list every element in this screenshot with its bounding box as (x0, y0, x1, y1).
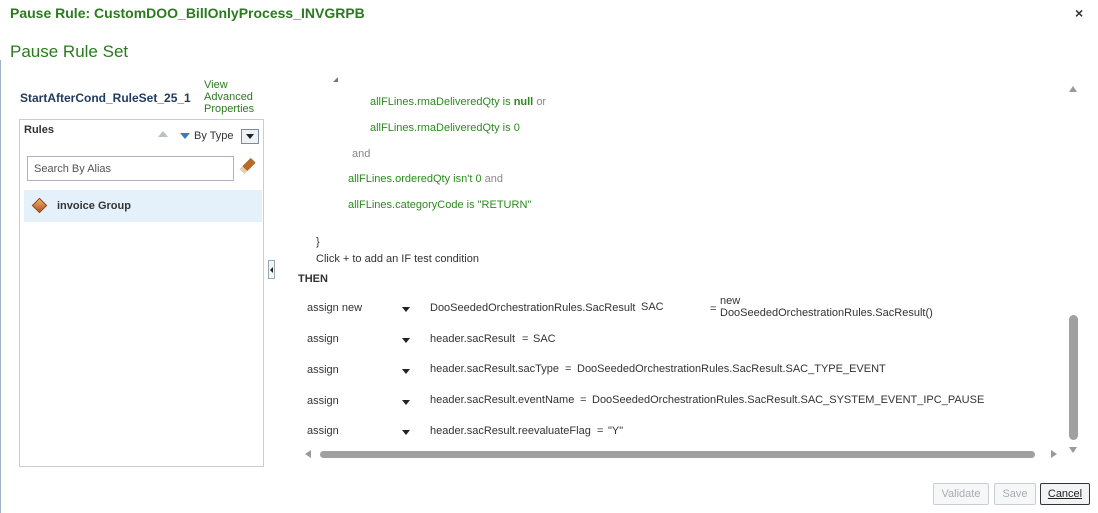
view-advanced-properties-link[interactable]: View Advanced Properties (204, 79, 254, 115)
action-target[interactable]: header.sacResult.sacType (430, 363, 560, 375)
search-input[interactable] (27, 156, 234, 181)
action-menu-arrow-icon[interactable] (402, 338, 410, 343)
ruleset-name: StartAfterCond_RuleSet_25_1 (20, 91, 191, 105)
sort-ascending-icon[interactable] (158, 131, 168, 137)
horizontal-scrollbar-thumb[interactable] (320, 451, 1035, 458)
advanced-link-line: View (204, 79, 228, 91)
condition-operator[interactable]: is (502, 122, 511, 134)
condition-value[interactable]: "RETURN" (477, 199, 532, 211)
action-equals: = (597, 425, 604, 437)
condition-group-connector[interactable]: and (352, 148, 371, 160)
collapse-panel-handle[interactable] (268, 260, 275, 279)
close-icon[interactable]: × (1075, 5, 1084, 21)
scroll-right-icon[interactable] (1051, 450, 1057, 458)
rules-header: Rules (24, 124, 54, 136)
action-equals: = (710, 303, 717, 315)
condition-row[interactable]: allFLines.rmaDeliveredQty is 0 (370, 122, 520, 134)
action-value-line: new (720, 295, 741, 307)
condition-field[interactable]: allFLines.rmaDeliveredQty (370, 122, 500, 134)
action-target[interactable]: DooSeededOrchestrationRules.SacResult (430, 302, 636, 314)
action-verb: assign (307, 425, 339, 437)
rule-group-row[interactable] (24, 190, 262, 222)
dialog-title: Pause Rule: CustomDOO_BillOnlyProcess_IN… (10, 5, 365, 21)
sort-descending-icon[interactable] (180, 133, 190, 139)
condition-connector[interactable]: or (536, 96, 547, 108)
action-menu-arrow-icon[interactable] (402, 307, 410, 312)
condition-value[interactable]: 0 (475, 173, 482, 185)
action-menu-arrow-icon[interactable] (402, 369, 410, 374)
condition-operator[interactable]: is (502, 96, 511, 108)
add-condition-hint: Click + to add an IF test condition (316, 253, 479, 265)
sort-by-dropdown[interactable] (241, 129, 259, 144)
action-value[interactable]: DooSeededOrchestrationRules.SacResult.SA… (577, 363, 886, 375)
action-verb: assign (307, 364, 339, 376)
left-border (0, 60, 1, 513)
action-equals: = (580, 394, 587, 406)
action-value[interactable]: "Y" (608, 425, 624, 437)
scroll-down-icon[interactable] (1069, 447, 1077, 453)
scroll-up-icon[interactable] (1069, 86, 1077, 92)
action-equals: = (522, 333, 529, 345)
action-target[interactable]: header.sacResult (430, 333, 515, 345)
condition-value[interactable]: 0 (513, 122, 520, 134)
action-alias[interactable]: SAC (641, 301, 664, 313)
sort-by-label: By Type (194, 130, 234, 142)
action-value-line: DooSeededOrchestrationRules.SacResult() (720, 307, 933, 319)
action-verb: assign (307, 395, 339, 407)
action-value[interactable]: DooSeededOrchestrationRules.SacResult.SA… (592, 394, 985, 406)
condition-field[interactable]: allFLines.rmaDeliveredQty (370, 96, 500, 108)
action-verb: assign (307, 333, 339, 345)
advanced-link-line: Advanced (204, 91, 253, 103)
action-target[interactable]: header.sacResult.eventName (430, 394, 575, 406)
collapse-triangle-icon[interactable] (333, 77, 338, 82)
closing-brace: } (316, 236, 320, 248)
condition-value[interactable]: null (513, 96, 534, 108)
action-target[interactable]: header.sacResult.reevaluateFlag (430, 425, 591, 437)
condition-row[interactable]: allFLines.categoryCode is "RETURN" (348, 199, 531, 211)
cancel-button[interactable]: Cancel (1040, 483, 1090, 505)
validate-button[interactable]: Validate (933, 483, 989, 505)
condition-operator[interactable]: isn't (453, 173, 473, 185)
scroll-left-icon[interactable] (305, 450, 311, 458)
rule-group-label: invoice Group (57, 200, 131, 212)
condition-row[interactable]: allFLines.rmaDeliveredQty is null or (370, 96, 546, 108)
vertical-scrollbar-thumb[interactable] (1069, 315, 1078, 440)
condition-field[interactable]: allFLines.orderedQty (348, 173, 451, 185)
condition-operator[interactable]: is (466, 199, 475, 211)
page-title: Pause Rule Set (10, 42, 129, 61)
condition-connector[interactable]: and (484, 173, 503, 185)
condition-row[interactable]: allFLines.orderedQty isn't 0 and (348, 173, 503, 185)
condition-field[interactable]: allFLines.categoryCode (348, 199, 464, 211)
action-menu-arrow-icon[interactable] (402, 430, 410, 435)
action-equals: = (565, 363, 572, 375)
advanced-link-line: Properties (204, 103, 255, 115)
action-value[interactable]: SAC (533, 333, 556, 345)
action-verb: assign new (307, 302, 363, 314)
action-menu-arrow-icon[interactable] (402, 400, 410, 405)
then-label: THEN (298, 273, 328, 285)
save-button[interactable]: Save (994, 483, 1036, 505)
action-value[interactable]: new DooSeededOrchestrationRules.SacResul… (720, 295, 933, 319)
